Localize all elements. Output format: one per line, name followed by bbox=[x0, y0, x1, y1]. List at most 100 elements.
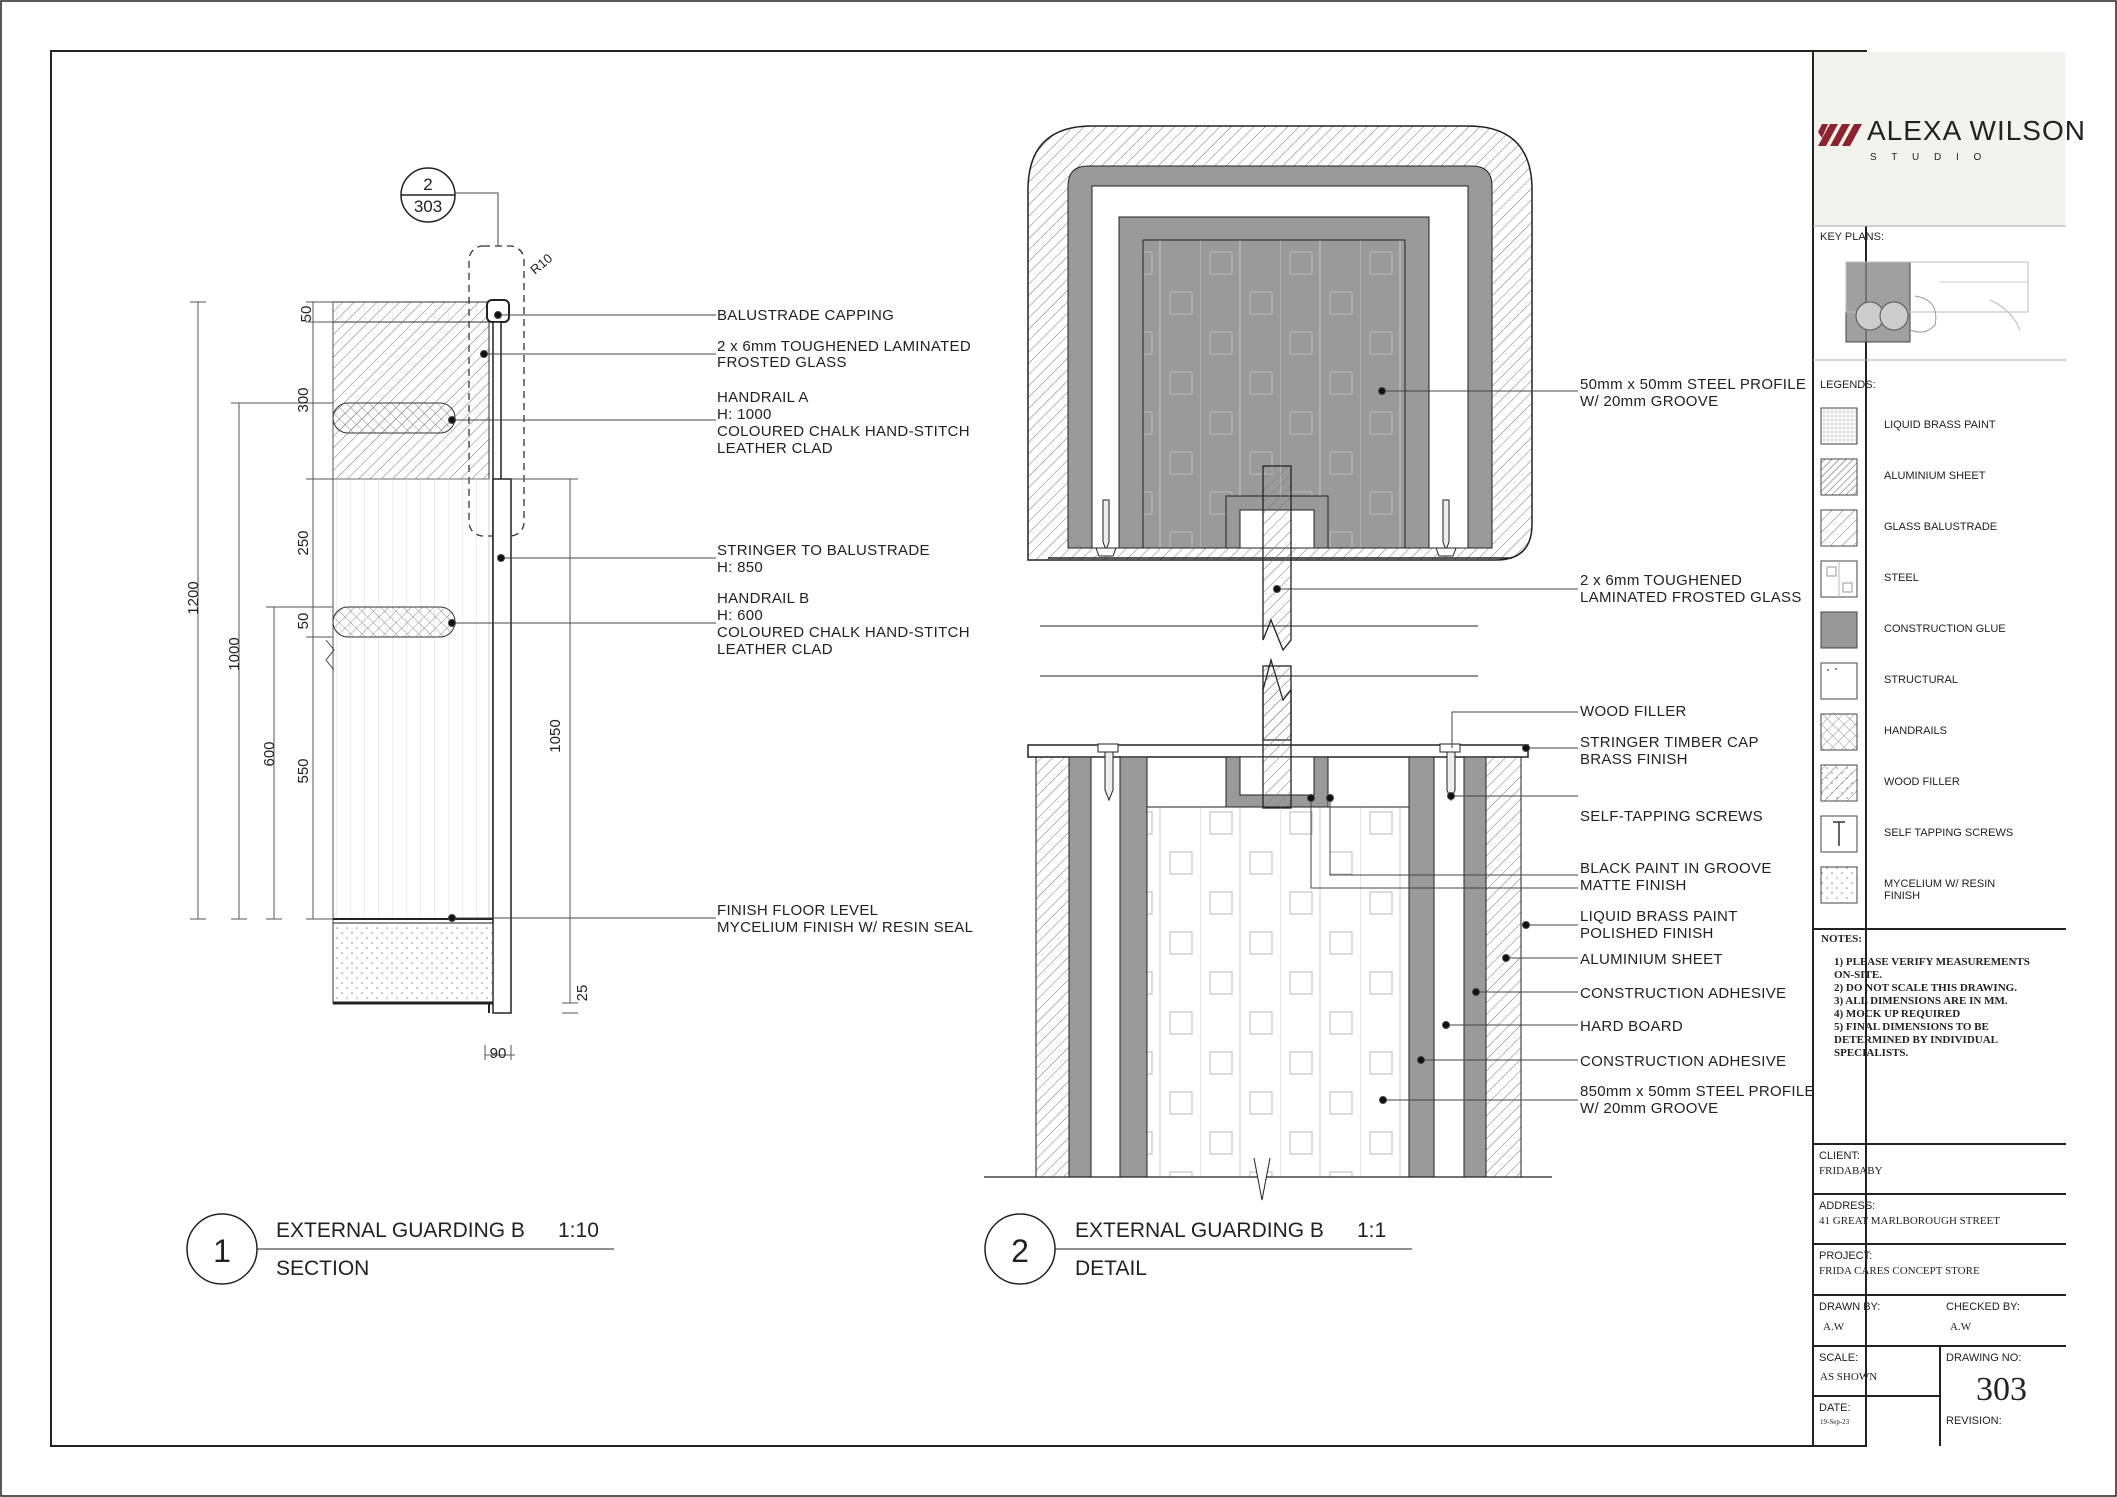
brand-logo: ALEXA WILSON S T U D I O bbox=[1818, 115, 2085, 163]
legend-label: STRUCTURAL bbox=[1884, 674, 1958, 686]
callout-capping: BALUSTRADE CAPPING bbox=[717, 307, 894, 324]
note-line: DETERMINED BY INDIVIDUAL bbox=[1834, 1034, 1998, 1046]
dim-50a: 50 bbox=[298, 306, 315, 323]
legend-item: STRUCTURAL bbox=[1820, 662, 1958, 700]
callout-floor-1: FINISH FLOOR LEVEL bbox=[717, 902, 878, 919]
mycelium-icon bbox=[1820, 866, 1858, 904]
scale-value: AS SHOWN bbox=[1820, 1371, 1877, 1383]
section-title: 1 EXTERNAL GUARDING B 1:10 SECTION bbox=[186, 1213, 614, 1285]
legend-label: STEEL bbox=[1884, 572, 1919, 584]
legend-item: CONSTRUCTION GLUE bbox=[1820, 611, 2006, 649]
drawing-title: EXTERNAL GUARDING B bbox=[1075, 1219, 1324, 1242]
client-label: CLIENT: bbox=[1819, 1150, 1860, 1162]
callout-brass-2: POLISHED FINISH bbox=[1580, 925, 1714, 942]
aluminium-icon bbox=[1820, 458, 1858, 496]
notes-title: NOTES: bbox=[1821, 933, 1862, 945]
callout-handrail-b-4: LEATHER CLAD bbox=[717, 641, 833, 658]
dim-25: 25 bbox=[574, 985, 591, 1002]
screw-icon bbox=[1095, 499, 1457, 557]
section-leaders bbox=[448, 311, 716, 922]
legend-item: LIQUID BRASS PAINT bbox=[1820, 407, 1996, 445]
detail-reference-bubble: 2 303 bbox=[400, 167, 499, 246]
callout-steel-profile-1: 50mm x 50mm STEEL PROFILE bbox=[1580, 376, 1806, 393]
section-drawing: 2 303 R10 bbox=[185, 167, 973, 1285]
legend-label: SELF TAPPING SCREWS bbox=[1884, 827, 2013, 839]
callout-glass-1: 2 x 6mm TOUGHENED LAMINATED bbox=[717, 338, 971, 355]
legend-item: HANDRAILS bbox=[1820, 713, 1947, 751]
scale-label: SCALE: bbox=[1819, 1352, 1858, 1364]
brand-background bbox=[1814, 52, 2065, 226]
project-label: PROJECT: bbox=[1819, 1250, 1872, 1262]
drawing-no-value: 303 bbox=[1976, 1371, 2027, 1408]
callout-steel-profile-3: 850mm x 50mm STEEL PROFILE bbox=[1580, 1083, 1815, 1100]
callout-stringer-1: STRINGER TO BALUSTRADE bbox=[717, 542, 930, 559]
glass-panel-hatch bbox=[332, 301, 490, 480]
client-value: FRIDABABY bbox=[1819, 1165, 1883, 1177]
drawing-subtitle: SECTION bbox=[276, 1257, 369, 1280]
notes: NOTES: 1) PLEASE VERIFY MEASUREMENTS ON-… bbox=[1821, 933, 2030, 1059]
callout-cap-1: STRINGER TIMBER CAP bbox=[1580, 734, 1759, 751]
callout-glass-1: 2 x 6mm TOUGHENED bbox=[1580, 572, 1742, 589]
liquid-brass-icon bbox=[1820, 407, 1858, 445]
brand-mark-icon bbox=[1818, 124, 1862, 146]
callout-brass-1: LIQUID BRASS PAINT bbox=[1580, 908, 1738, 925]
dim-1000: 1000 bbox=[226, 637, 243, 670]
handrail-a bbox=[332, 402, 456, 434]
drawing-no-label: DRAWING NO: bbox=[1946, 1352, 2021, 1364]
callout-handrail-b-1: HANDRAIL B bbox=[717, 590, 809, 607]
callout-glass-2: LAMINATED FROSTED GLASS bbox=[1580, 589, 1802, 606]
note-line: 2) DO NOT SCALE THIS DRAWING. bbox=[1834, 982, 2017, 994]
drawing-scale: 1:1 bbox=[1357, 1219, 1386, 1242]
drawing-scale: 1:10 bbox=[558, 1219, 599, 1242]
ref-bottom: 303 bbox=[414, 197, 442, 216]
callout-steel-profile-2: W/ 20mm GROOVE bbox=[1580, 393, 1718, 410]
dim-90: 90 bbox=[490, 1045, 507, 1062]
note-line: 3) ALL DIMENSIONS ARE IN MM. bbox=[1834, 995, 2008, 1007]
dim-1050: 1050 bbox=[547, 719, 564, 752]
project-info: CLIENT: FRIDABABY ADDRESS: 41 GREAT MARL… bbox=[1813, 1143, 2066, 1446]
callout-adhesive-1: CONSTRUCTION ADHESIVE bbox=[1580, 985, 1786, 1002]
detail-title: 2 EXTERNAL GUARDING B 1:1 DETAIL bbox=[984, 1213, 1412, 1285]
callout-glass-2: FROSTED GLASS bbox=[717, 354, 847, 371]
capping-band bbox=[332, 301, 490, 323]
legend-label: MYCELIUM W/ RESIN bbox=[1884, 878, 1995, 890]
legend-item: MYCELIUM W/ RESIN FINISH bbox=[1820, 866, 1995, 904]
dim-550: 550 bbox=[295, 758, 312, 783]
callout-stringer-2: H: 850 bbox=[717, 559, 763, 576]
legend-label-2: FINISH bbox=[1884, 890, 1920, 902]
legend-item: ALUMINIUM SHEET bbox=[1820, 458, 1986, 496]
note-line: ON-SITE. bbox=[1834, 969, 1882, 981]
revision-label: REVISION: bbox=[1946, 1415, 2002, 1427]
balustrade-infill bbox=[332, 478, 490, 920]
drawing-subtitle: DETAIL bbox=[1075, 1257, 1147, 1280]
callout-handrail-b-3: COLOURED CHALK HAND-STITCH bbox=[717, 624, 970, 641]
note-line: 4) MOCK UP REQUIRED bbox=[1834, 1008, 1960, 1020]
dim-600: 600 bbox=[261, 741, 278, 766]
callout-black-paint-2: MATTE FINISH bbox=[1580, 877, 1687, 894]
callout-aluminium: ALUMINIUM SHEET bbox=[1580, 951, 1723, 968]
callout-wood-filler: WOOD FILLER bbox=[1580, 703, 1687, 720]
legend-label: GLASS BALUSTRADE bbox=[1884, 521, 1997, 533]
detail-callouts: 50mm x 50mm STEEL PROFILE W/ 20mm GROOVE… bbox=[1580, 376, 1815, 1117]
callout-handrail-a-3: COLOURED CHALK HAND-STITCH bbox=[717, 423, 970, 440]
frame-border bbox=[50, 50, 1867, 1447]
stringer bbox=[492, 478, 512, 1014]
callout-screws: SELF-TAPPING SCREWS bbox=[1580, 808, 1763, 825]
handrail-icon bbox=[1820, 713, 1858, 751]
legend-item: SELF TAPPING SCREWS bbox=[1820, 815, 2013, 853]
legend-label: CONSTRUCTION GLUE bbox=[1884, 623, 2006, 635]
callout-adhesive-2: CONSTRUCTION ADHESIVE bbox=[1580, 1053, 1786, 1070]
callout-handrail-a-1: HANDRAIL A bbox=[717, 389, 809, 406]
callout-hard-board: HARD BOARD bbox=[1580, 1018, 1683, 1035]
note-line: 5) FINAL DIMENSIONS TO BE bbox=[1834, 1021, 1989, 1033]
address-value: 41 GREAT MARLBOROUGH STREET bbox=[1819, 1215, 2000, 1227]
note-line: 1) PLEASE VERIFY MEASUREMENTS bbox=[1834, 956, 2030, 968]
date-label: DATE: bbox=[1819, 1402, 1851, 1414]
checked-by-label: CHECKED BY: bbox=[1946, 1301, 2020, 1313]
callout-steel-profile-4: W/ 20mm GROOVE bbox=[1580, 1100, 1718, 1117]
legend-label: LIQUID BRASS PAINT bbox=[1884, 419, 1996, 431]
screw-icon bbox=[1097, 743, 1461, 802]
address-label: ADDRESS: bbox=[1819, 1200, 1875, 1212]
drawn-by-label: DRAWN BY: bbox=[1819, 1301, 1880, 1313]
